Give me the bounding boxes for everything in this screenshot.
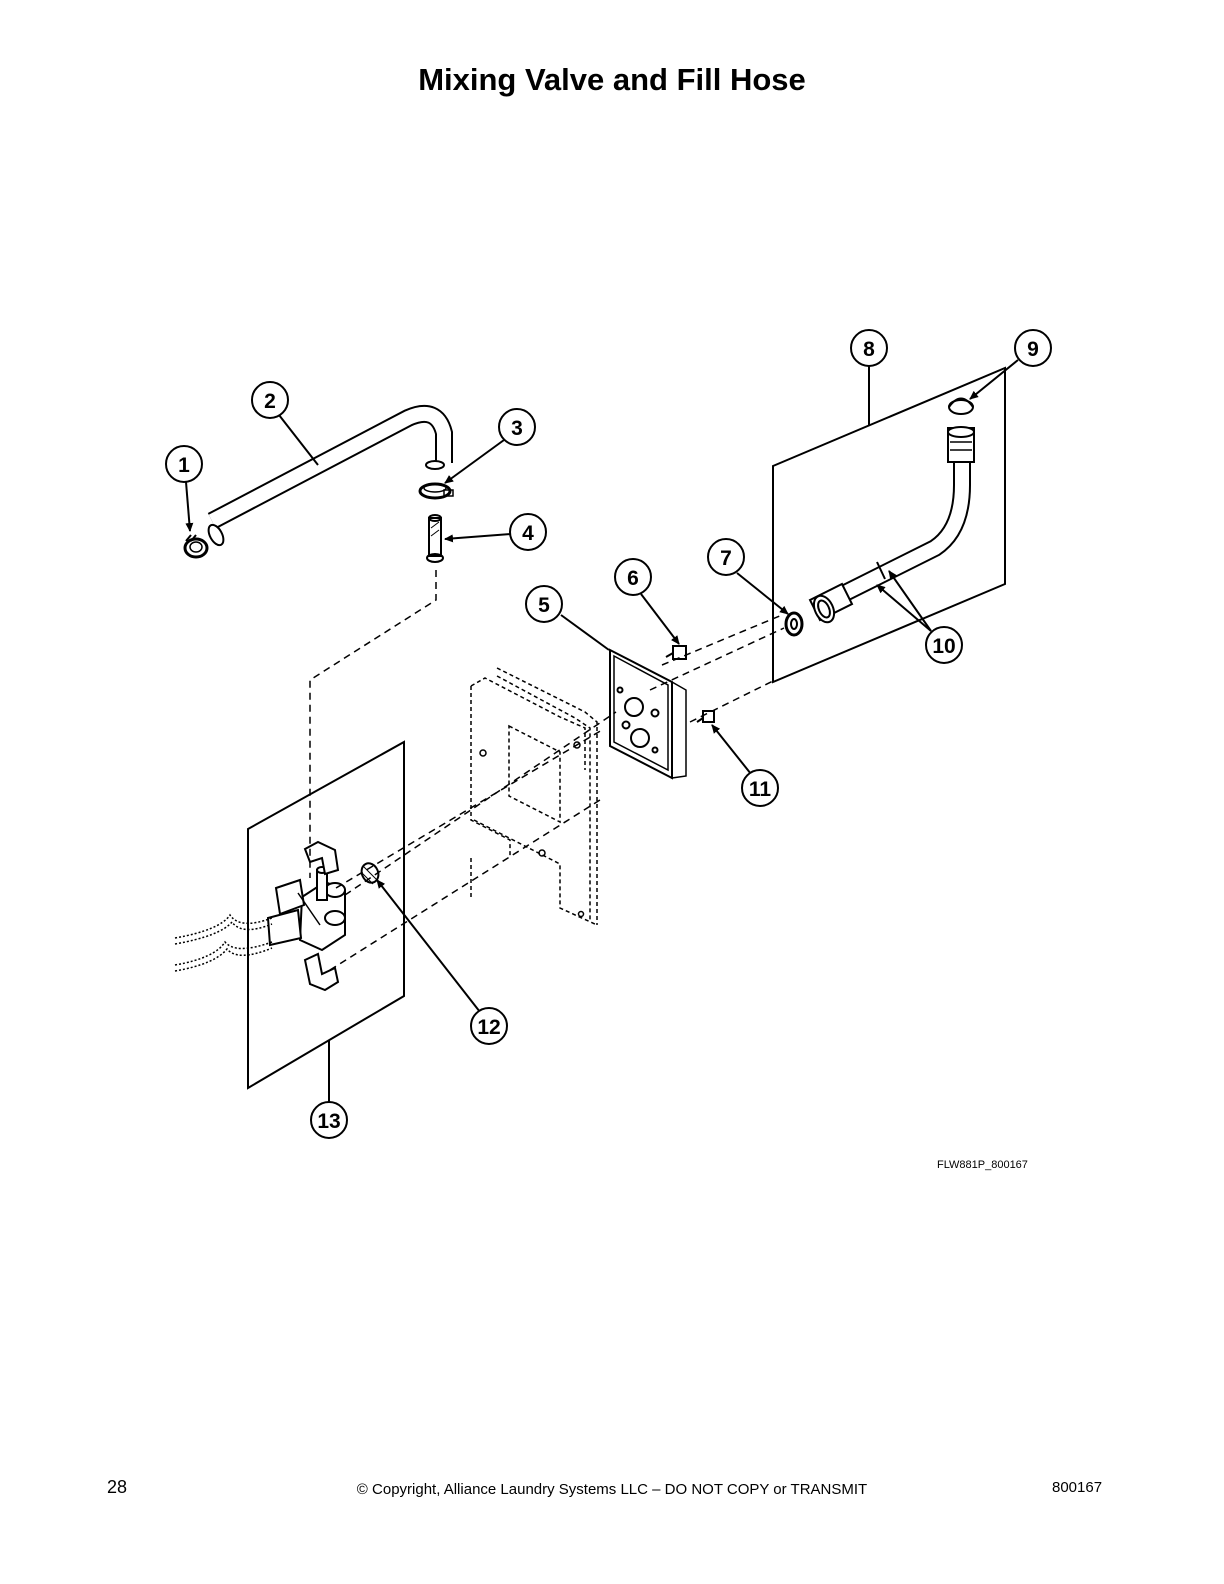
fill-hose-part bbox=[808, 426, 975, 624]
callout-9: 9 bbox=[1014, 329, 1052, 367]
valve-bracket-part bbox=[609, 648, 687, 780]
inlet-hose-part bbox=[207, 405, 453, 547]
washer-part bbox=[784, 611, 804, 637]
callout-11: 11 bbox=[741, 769, 779, 807]
svg-text:11: 11 bbox=[749, 778, 772, 801]
screw-part bbox=[665, 645, 687, 660]
svg-text:3: 3 bbox=[511, 417, 523, 440]
callout-4: 4 bbox=[509, 513, 547, 551]
fitting-part bbox=[360, 862, 380, 885]
document-number: 800167 bbox=[1052, 1479, 1103, 1496]
callout-10: 10 bbox=[925, 626, 963, 664]
callout-12: 12 bbox=[470, 1007, 508, 1045]
svg-text:1: 1 bbox=[178, 454, 190, 477]
callout-1: 1 bbox=[165, 445, 203, 483]
callout-5: 5 bbox=[525, 585, 563, 623]
svg-text:13: 13 bbox=[317, 1110, 340, 1133]
mixing-valve-kit-box bbox=[247, 740, 405, 1090]
svg-text:12: 12 bbox=[477, 1016, 500, 1039]
page-title: Mixing Valve and Fill Hose bbox=[418, 62, 806, 97]
svg-text:6: 6 bbox=[627, 567, 639, 590]
callout-7: 7 bbox=[707, 538, 745, 576]
mixing-valve-part bbox=[266, 866, 346, 952]
valve-clip-part bbox=[303, 840, 340, 992]
figure-code: FLW881P_800167 bbox=[937, 1159, 1028, 1171]
assembly-lines bbox=[309, 570, 785, 971]
svg-text:10: 10 bbox=[932, 635, 955, 658]
valve-wire-harness bbox=[174, 913, 273, 972]
inlet-screen-part bbox=[948, 397, 974, 415]
svg-text:2: 2 bbox=[264, 390, 276, 413]
svg-text:7: 7 bbox=[720, 547, 732, 570]
nozzle-part bbox=[426, 514, 444, 563]
svg-text:9: 9 bbox=[1027, 338, 1039, 361]
callout-6: 6 bbox=[614, 558, 652, 596]
callout-8: 8 bbox=[850, 329, 888, 367]
screw-part bbox=[696, 710, 715, 723]
leader-lines bbox=[185, 359, 1019, 1102]
callout-13: 13 bbox=[310, 1101, 348, 1139]
svg-text:8: 8 bbox=[863, 338, 875, 361]
callout-2: 2 bbox=[251, 381, 289, 419]
svg-text:4: 4 bbox=[522, 522, 534, 545]
hose-clamp-part bbox=[183, 534, 209, 559]
svg-text:5: 5 bbox=[538, 594, 550, 617]
copyright-notice: © Copyright, Alliance Laundry Systems LL… bbox=[356, 1481, 868, 1498]
callout-3: 3 bbox=[498, 408, 536, 446]
hose-clamp-part bbox=[418, 482, 454, 500]
page-number: 28 bbox=[107, 1477, 128, 1497]
cabinet-panel bbox=[470, 667, 598, 926]
fill-hose-kit-box bbox=[772, 366, 1006, 684]
